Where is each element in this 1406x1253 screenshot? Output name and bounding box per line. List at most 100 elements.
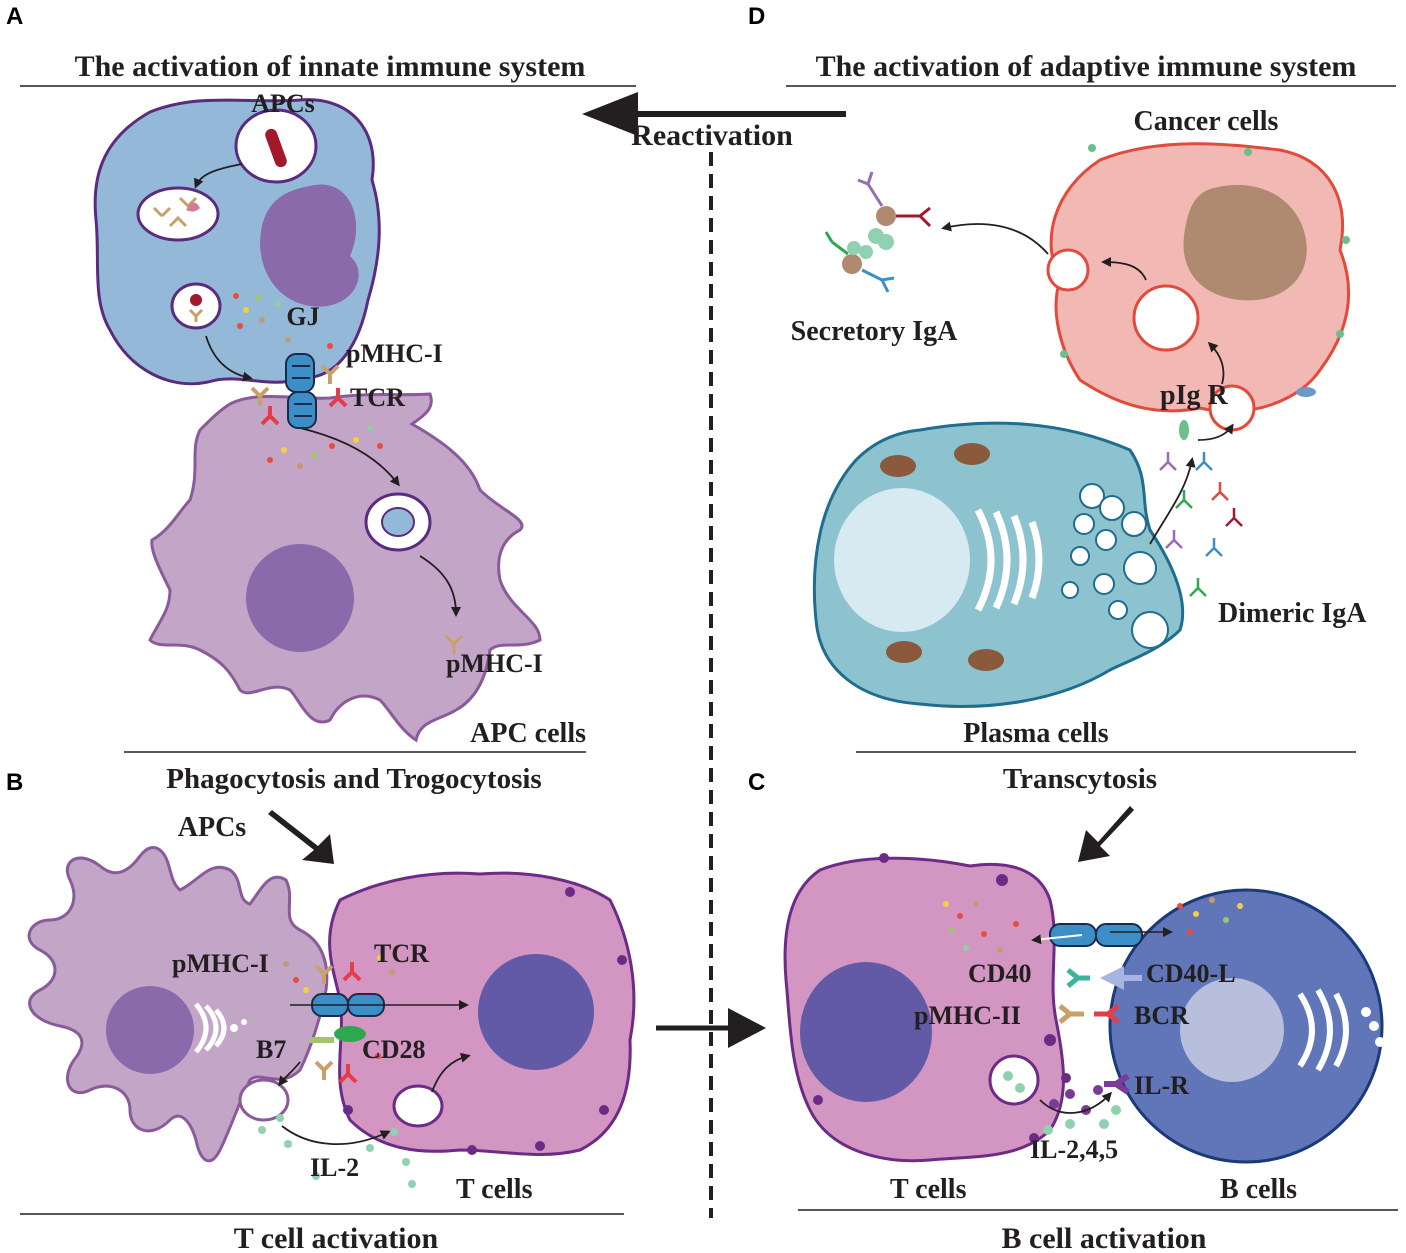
label-c-pmhc2: pMHC-II (914, 1001, 1021, 1030)
panel-letter-c: C (748, 769, 765, 796)
panel-d: Cancer cells Secretory IgA pIg R Dimeric… (791, 106, 1368, 749)
label-d-secretory-iga: Secretory IgA (791, 316, 958, 347)
label-c-cd40l: CD40-L (1146, 959, 1236, 988)
arrow-endocytosis-to-vesicle (1207, 341, 1225, 385)
signal-molecules-a2 (267, 425, 383, 469)
b-cell-er-icon (1297, 988, 1385, 1072)
secretory-iga-icon (824, 171, 932, 293)
arrow-phago-to-b (268, 810, 334, 864)
surface-pmhc-icon (444, 634, 464, 654)
mhc-loaded-icon (188, 308, 204, 322)
plasma-vesicles (1061, 483, 1169, 649)
mitochondria-icons (880, 443, 1004, 671)
title-reactivation: Reactivation (631, 119, 793, 152)
cancer-transport-vesicle (1132, 284, 1200, 352)
signal-molecules-b (283, 955, 395, 1059)
cancer-exocytosis-vesicle (1046, 248, 1090, 292)
pmhc-receptor-b-icon (314, 964, 334, 984)
pmhc-lower-b-icon (314, 1060, 334, 1080)
arrow-to-pigr (1197, 423, 1234, 441)
plasma-nucleus (834, 488, 970, 632)
label-b-il2: IL-2 (310, 1153, 359, 1182)
panel-letter-d: D (748, 3, 765, 30)
il-receptor-icon (1104, 1073, 1130, 1095)
apc-purple-cell (148, 392, 542, 743)
label-c-t-cells: T cells (890, 1174, 967, 1205)
gap-junction-c-icon (1049, 923, 1143, 947)
arrow-b7-vesicle (278, 1061, 301, 1087)
label-c-bcr: BCR (1134, 1001, 1189, 1030)
title-bcell-activation: B cell activation (1002, 1222, 1207, 1253)
label-c-il245: IL-2,4,5 (1030, 1135, 1118, 1164)
il2-molecules (258, 1114, 416, 1188)
peptide-fragments-icon (152, 196, 198, 228)
apc-purple-nucleus (246, 544, 354, 652)
arrow-il2-transfer (281, 1125, 391, 1146)
arrow-vesicle-exocytosis (1101, 257, 1147, 281)
peptide-piece-icon (186, 202, 200, 212)
title-transcytosis: Transcytosis (1003, 763, 1157, 795)
arrow-il-secretion (1039, 1091, 1113, 1114)
panel-c: CD40 CD40-L pMHC-II BCR IL-R IL-2,4,5 T … (783, 853, 1385, 1205)
label-b-tcr: TCR (374, 939, 429, 968)
apc-secretory-vesicle (238, 1078, 290, 1122)
label-a-gj: GJ (286, 302, 319, 331)
membrane-dots-b (343, 887, 627, 1155)
label-d-plasma-cells: Plasma cells (963, 718, 1109, 749)
arrow-phago-to-vesicle (193, 163, 243, 189)
label-a-apcs: APCs (251, 89, 315, 118)
t-cell-secretory-vesicle (392, 1084, 444, 1128)
t-cell-c-vesicle (988, 1054, 1040, 1106)
arrow-b-to-c-head (728, 1008, 766, 1048)
label-d-pigr: pIg R (1160, 380, 1228, 411)
title-phagocytosis: Phagocytosis and Trogocytosis (166, 763, 541, 795)
label-a-tcr: TCR (350, 383, 405, 412)
panel-b: APCs pMHC-I TCR B7 CD28 IL-2 T cells (27, 812, 636, 1205)
pmhc2-receptor-icon (1058, 1004, 1084, 1024)
panel-letter-a: A (6, 3, 23, 30)
membrane-dots-c (813, 853, 1071, 1143)
arrow-transcytosis-to-c (1078, 806, 1134, 862)
label-c-ilr: IL-R (1134, 1071, 1189, 1100)
arrow-release-siga (941, 221, 1049, 255)
cd40-receptor-icon (1066, 968, 1090, 988)
tcr-receptor-b-icon (342, 962, 362, 982)
arrow-gj-to-tcell (1031, 934, 1083, 945)
title-innate: The activation of innate immune system (75, 50, 586, 83)
label-a-pmhc1-top: pMHC-I (346, 339, 443, 368)
label-b-b7: B7 (256, 1035, 286, 1064)
signal-molecules-c (943, 897, 1243, 953)
label-b-apcs: APCs (178, 812, 247, 843)
arrow-iga-to-pigr (1149, 457, 1196, 545)
arrow-gj-to-vesicle (299, 427, 400, 487)
cancer-nucleus (1183, 184, 1307, 301)
title-tcell-activation: T cell activation (234, 1222, 439, 1253)
receptor-pairs-a (250, 364, 348, 426)
panel-letter-b: B (6, 769, 23, 796)
pigr-receptor-icon (1179, 387, 1316, 440)
label-d-dimeric-iga: Dimeric IgA (1218, 598, 1367, 629)
label-c-b-cells: B cells (1220, 1174, 1297, 1205)
il245-molecules (1003, 1071, 1121, 1135)
panel-a: APCs GJ pMHC-I TCR pMHC-I APC cells (93, 89, 586, 749)
label-c-cd40: CD40 (968, 959, 1032, 988)
dimeric-iga-molecules (1159, 452, 1243, 597)
label-a-pmhc1-bottom: pMHC-I (446, 649, 543, 678)
cd40l-arrow-icon (1100, 966, 1124, 990)
arrow-il2-uptake (431, 1052, 471, 1093)
tcr-lower-b-icon (338, 1064, 358, 1084)
bcr-receptor-icon (1094, 1004, 1120, 1024)
bacterium-icon (265, 128, 287, 168)
t-cell-c-nucleus (800, 962, 932, 1102)
cancer-surface-dots (1060, 144, 1350, 358)
golgi-apc-icon (194, 1002, 247, 1054)
label-d-cancer-cells: Cancer cells (1134, 106, 1279, 137)
signal-molecules-a (233, 293, 333, 349)
cd28-icon (334, 1026, 366, 1042)
arrow-vesicle-to-membrane (205, 335, 253, 382)
antigen-dot-icon (190, 294, 202, 306)
label-b-pmhc1: pMHC-I (172, 949, 269, 978)
apc-blue-nucleus (260, 184, 359, 307)
title-adaptive: The activation of adaptive immune system (816, 50, 1357, 83)
